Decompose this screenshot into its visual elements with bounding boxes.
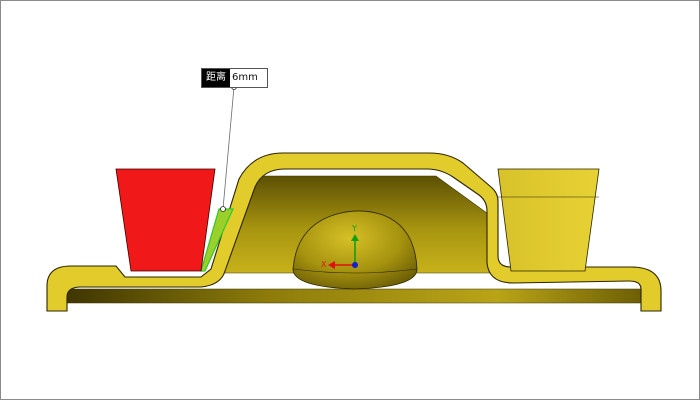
x-axis-arrow [328,261,335,269]
measurement-leader [222,86,235,210]
measurement-label: 距离 [202,69,230,87]
y-axis-arrow [351,234,359,241]
boss-rim [292,268,418,274]
z-axis-origin [352,262,358,268]
measurement-value: 6mm [230,69,267,87]
part-section [46,152,662,312]
leader-anchor-bottom [220,206,226,212]
y-axis-label: Y [351,224,357,233]
selected-face-left-cup[interactable] [115,168,216,272]
base-floor [66,288,642,304]
coordinate-triad: Y X [321,224,359,269]
highlighted-edge[interactable] [200,208,234,272]
right-cup[interactable] [497,168,600,272]
measurement-callout[interactable]: 距离 6mm [201,68,268,88]
x-axis-label: X [321,260,327,269]
